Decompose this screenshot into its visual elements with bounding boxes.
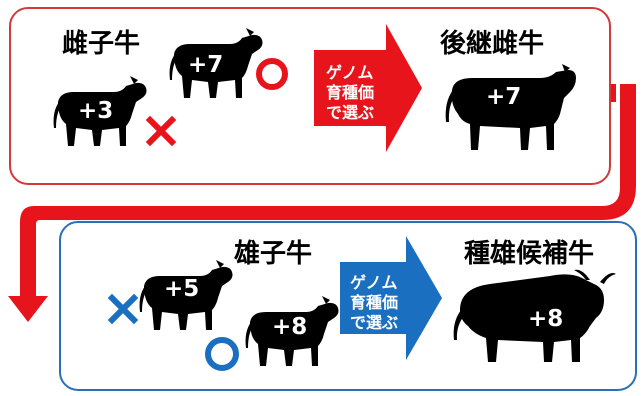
top-panel xyxy=(9,7,611,185)
arrow-text-line: ゲノム xyxy=(326,63,374,82)
arrow-text-line: で選ぶ xyxy=(350,313,398,332)
cow-value-label: +7 xyxy=(486,84,521,110)
heading-male-calves: 雄子牛 xyxy=(233,239,312,269)
band-char-2: 産 xyxy=(374,187,390,206)
selected-circle-icon xyxy=(256,58,288,90)
heading-sire-candidate: 種雄候補牛 xyxy=(464,239,594,269)
heading-female-calves: 雌子牛 xyxy=(62,28,140,59)
rejected-cross-icon xyxy=(107,293,139,325)
selection-arrow-bottom xyxy=(340,236,442,360)
arrow-text-line: で選ぶ xyxy=(326,103,374,122)
heading-successor-cow: 後継雌牛 xyxy=(440,28,544,59)
arrow-text-line: 育種価 xyxy=(350,293,398,312)
cow-value-label: +3 xyxy=(78,98,113,124)
selection-arrow-top xyxy=(314,24,422,152)
arrow-text-line: ゲノム xyxy=(350,273,398,292)
production-arrowhead xyxy=(8,296,48,322)
band-char-1: 生 xyxy=(270,187,286,206)
cow-value-label: +8 xyxy=(528,306,563,332)
cow-value-label: +5 xyxy=(164,276,199,302)
arrow-text-line: 育種価 xyxy=(326,83,374,102)
cow-value-label: +8 xyxy=(272,314,307,340)
rejected-cross-icon xyxy=(145,115,177,147)
cow-value-label: +7 xyxy=(188,52,223,78)
selected-circle-icon xyxy=(205,337,239,371)
